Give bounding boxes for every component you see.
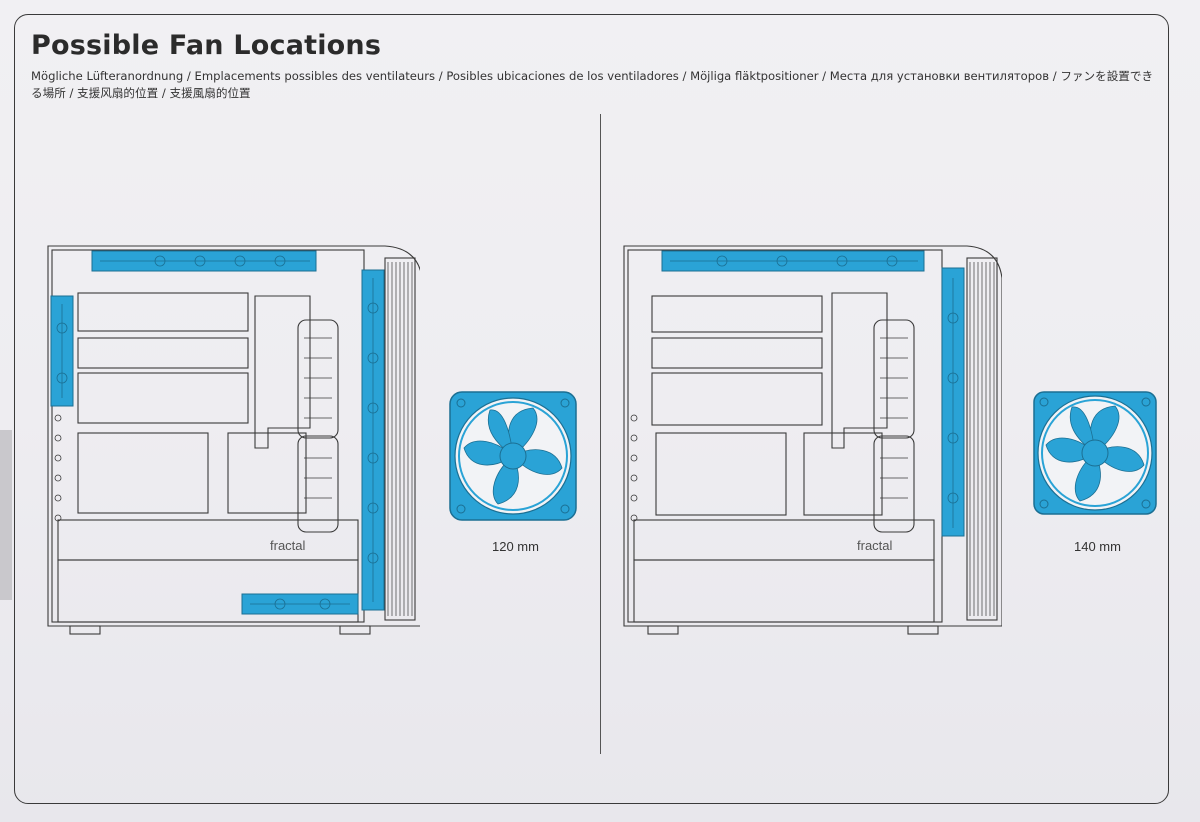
fan-icon-140mm — [1033, 391, 1157, 515]
panel-divider — [600, 114, 601, 754]
case-diagram-120mm: fractal — [47, 245, 420, 635]
case-diagram-140mm: fractal — [623, 245, 1002, 635]
page-subtitle: Mögliche Lüfteranordnung / Emplacements … — [31, 69, 1154, 100]
page-frame — [14, 14, 1169, 804]
page-edge-tab — [0, 430, 12, 600]
page-title: Possible Fan Locations — [31, 30, 382, 61]
fan-size-label-120: 120 mm — [492, 539, 539, 554]
svg-text:fractal: fractal — [857, 538, 893, 553]
fan-icon-120mm — [449, 391, 577, 521]
svg-text:fractal: fractal — [270, 538, 306, 553]
fan-size-label-140: 140 mm — [1074, 539, 1121, 554]
